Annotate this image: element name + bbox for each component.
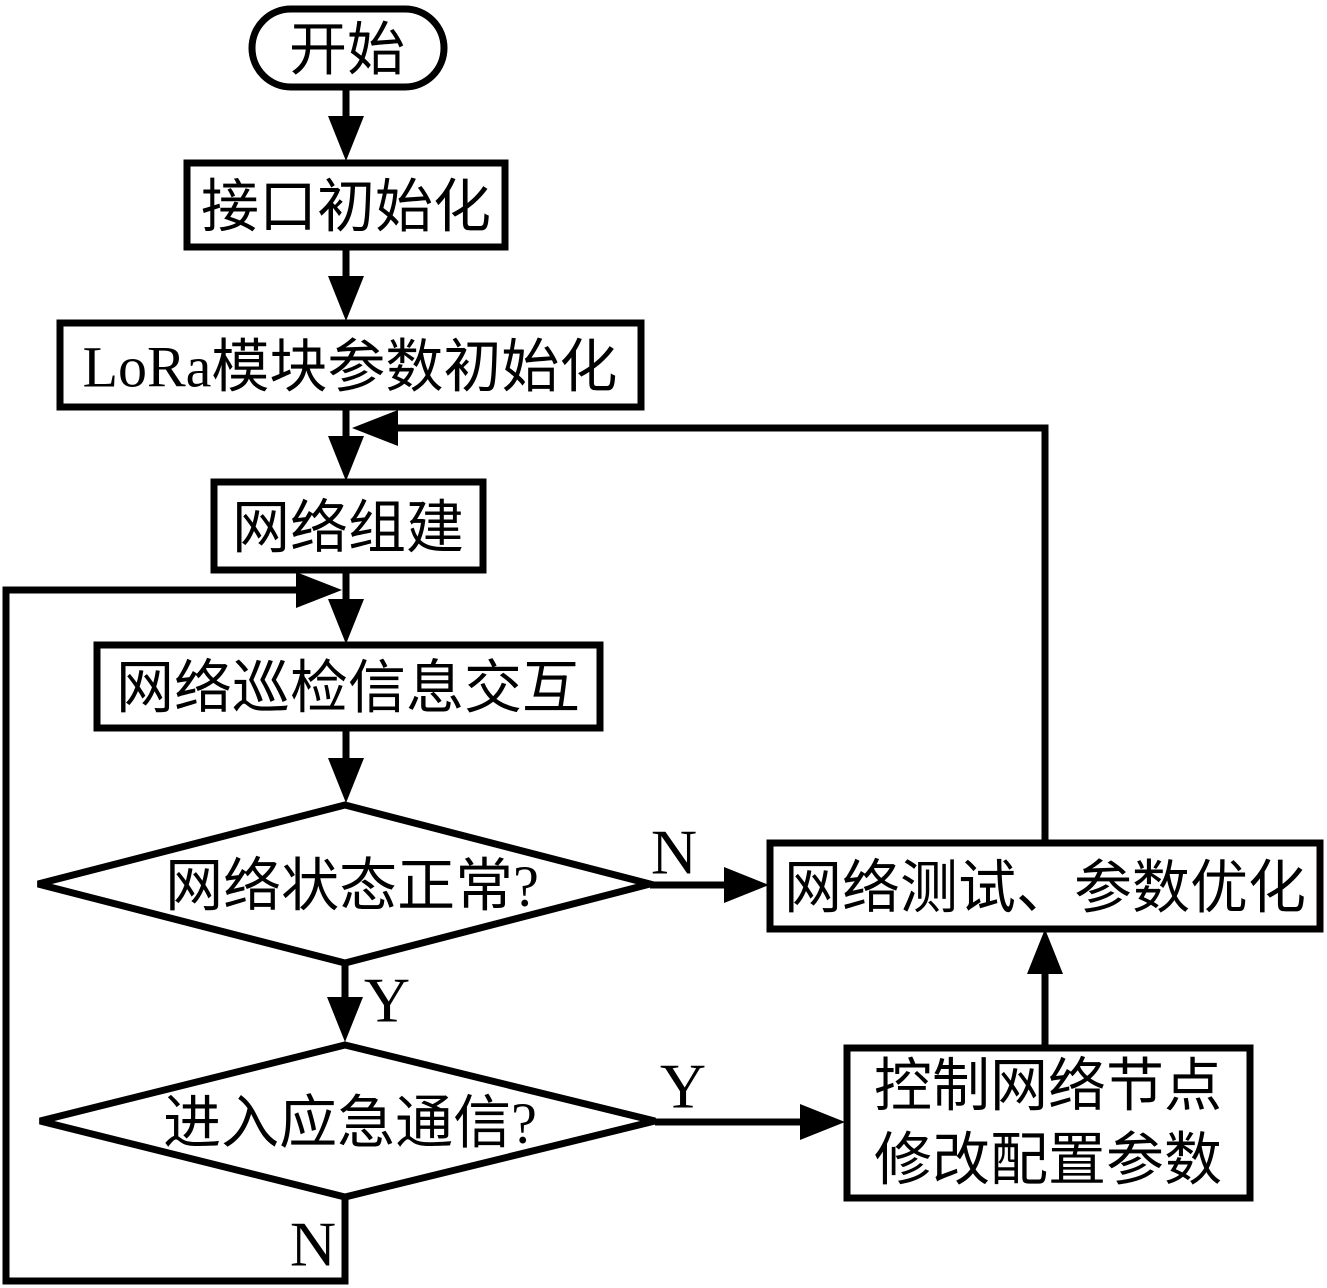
edge-network-test-feedback — [352, 410, 1049, 843]
control-nodes-label-line1: 控制网络节点 — [874, 1054, 1222, 1119]
arrow-down-icon — [328, 599, 364, 644]
process-box — [766, 839, 1324, 933]
process-box — [843, 1044, 1254, 1202]
start-terminator-shape — [248, 5, 448, 91]
process-box — [210, 478, 487, 574]
decision-diamond — [39, 1041, 656, 1201]
label-status-no: N — [651, 817, 697, 888]
label-emergency-no: N — [290, 1209, 336, 1280]
edge-inspection-to-status-check — [328, 728, 364, 803]
node-emergency-check: 进入应急通信? — [39, 1041, 656, 1201]
lora-param-init-label: LoRa模块参数初始化 — [83, 335, 618, 400]
edge-interface-init-to-lora-init — [328, 247, 364, 321]
edge-start-to-interface-init — [328, 87, 364, 161]
process-box — [56, 319, 645, 411]
node-control-nodes: 控制网络节点 修改配置参数 — [843, 1044, 1254, 1202]
arrow-left-icon — [352, 410, 398, 446]
arrow-down-icon — [328, 436, 364, 481]
node-network-test: 网络测试、参数优化 — [766, 839, 1324, 933]
network-status-check-label: 网络状态正常? — [165, 854, 539, 919]
network-build-label: 网络组建 — [232, 496, 464, 561]
arrow-up-icon — [1027, 929, 1063, 974]
arrow-right-icon — [296, 572, 342, 608]
interface-init-label: 接口初始化 — [201, 175, 491, 240]
control-nodes-label-line2: 修改配置参数 — [874, 1128, 1222, 1193]
edge-control-nodes-to-network-test — [1027, 929, 1063, 1047]
edge-line — [2, 586, 349, 1285]
arrow-down-icon — [328, 276, 364, 321]
process-box — [93, 641, 604, 732]
node-lora-param-init: LoRa模块参数初始化 — [56, 319, 645, 411]
edge-emergency-no-feedback — [2, 572, 349, 1285]
edge-line — [396, 424, 1049, 843]
label-emergency-yes: Y — [660, 1051, 706, 1122]
arrow-right-icon — [724, 867, 769, 903]
edge-emergency-yes-to-control-nodes — [655, 1104, 845, 1140]
node-network-status-check: 网络状态正常? — [37, 801, 664, 967]
start-label: 开始 — [289, 18, 405, 83]
network-test-label: 网络测试、参数优化 — [784, 856, 1306, 921]
edge-network-build-to-inspection — [328, 570, 364, 644]
process-box — [183, 159, 509, 251]
node-start: 开始 — [248, 5, 448, 91]
arrow-down-icon — [327, 997, 363, 1042]
node-network-inspection: 网络巡检信息交互 — [93, 641, 604, 732]
node-interface-init: 接口初始化 — [183, 159, 509, 251]
emergency-check-label: 进入应急通信? — [163, 1091, 537, 1156]
network-inspection-label: 网络巡检信息交互 — [116, 656, 580, 721]
edge-lora-init-to-network-build — [328, 407, 364, 481]
edge-status-yes-to-emergency-check — [327, 963, 363, 1042]
arrow-down-icon — [328, 116, 364, 161]
arrow-right-icon — [800, 1104, 845, 1140]
node-network-build: 网络组建 — [210, 478, 487, 574]
label-status-yes: Y — [364, 965, 410, 1036]
decision-diamond — [37, 801, 664, 967]
edge-status-no-to-network-test — [650, 867, 769, 903]
arrow-down-icon — [328, 758, 364, 803]
